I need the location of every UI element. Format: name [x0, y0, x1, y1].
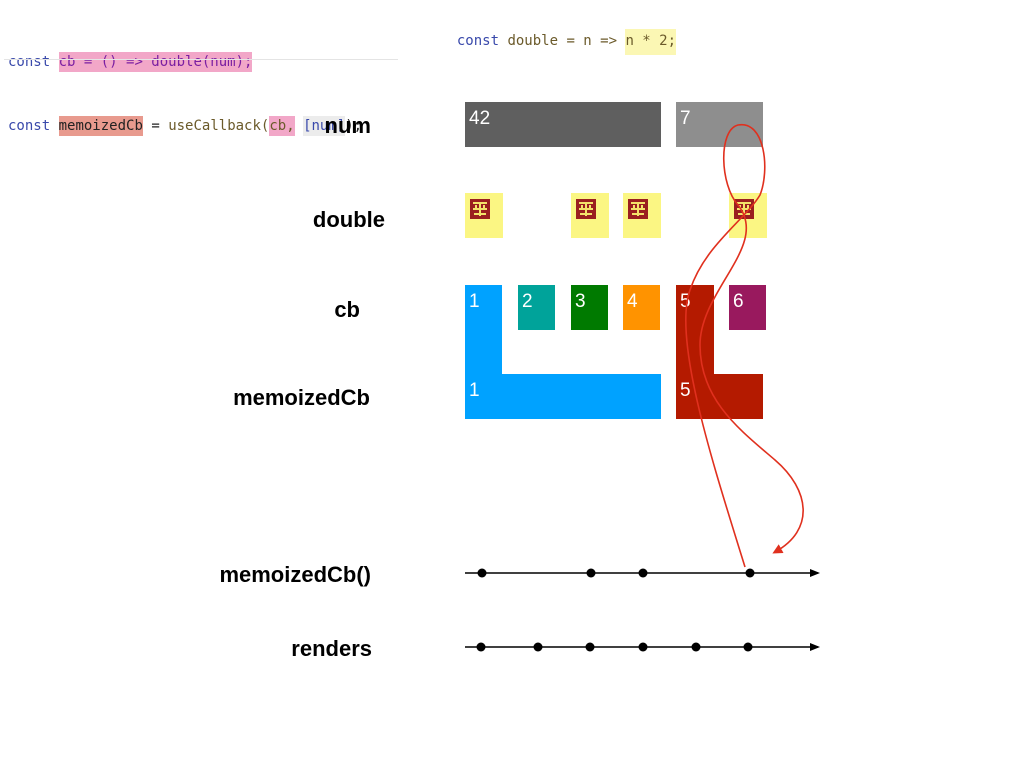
render-dot [691, 642, 701, 652]
double-definition: double = n => [499, 33, 626, 49]
code-line-memoized: const memoizedCb = useCallback(cb, [num]… [8, 116, 362, 136]
render-dot [476, 642, 486, 652]
flow-arrow-num-to-call [684, 124, 804, 568]
equals-sign: = [142, 118, 169, 134]
double-call-box [571, 193, 609, 238]
double-function-icon [470, 199, 490, 219]
cb-definition: cb = () => double(num); [58, 52, 253, 72]
code-line-cb: const cb = () => double(num); [8, 52, 362, 72]
keyword-const: const [456, 33, 500, 49]
cb-instance-block: 1 [465, 285, 502, 330]
usecallback-call: useCallback( [168, 118, 270, 134]
cb-instance-block: 4 [623, 285, 660, 330]
row-label-renders: renders [291, 636, 372, 661]
double-expression: n * 2; [625, 29, 677, 55]
row-label-cb: cb [334, 297, 360, 322]
render-dot [743, 642, 753, 652]
cb-instance-block: 5 [676, 285, 714, 330]
code-divider [4, 59, 398, 60]
num-value-block: 7 [676, 102, 763, 147]
row-label-memoizedcb: memoizedCb [233, 385, 370, 410]
row-label-double: double [312, 207, 385, 232]
row-label-memoizedcb-call: memoizedCb() [219, 562, 371, 587]
render-dot [585, 642, 595, 652]
memoized-value-block: 1 [465, 374, 661, 419]
row-label-num: num [324, 113, 371, 138]
double-function-icon [628, 199, 648, 219]
cb-instance-block: 2 [518, 285, 555, 330]
call-end: ); [345, 118, 363, 134]
num-value-block: 42 [465, 102, 661, 147]
cb-instance-block: 3 [571, 285, 608, 330]
code-snippet-double: const double = n => n * 2; [440, 9, 677, 55]
render-dot [638, 642, 648, 652]
render-dot [533, 642, 543, 652]
keyword-const: const [8, 118, 51, 134]
cb-instance-block: 6 [729, 285, 766, 330]
double-call-box [465, 193, 503, 238]
keyword-const: const [8, 54, 51, 70]
double-call-box [623, 193, 661, 238]
memoizedcb-call-dot [586, 568, 596, 578]
memoizedcb-call-dot [477, 568, 487, 578]
memoizedcb-call-dot [745, 568, 755, 578]
memoized-value-block: 5 [676, 374, 763, 419]
double-function-icon [576, 199, 596, 219]
deps-array: [num] [303, 116, 346, 136]
cb-argument: cb, [269, 116, 295, 136]
memoizedcb-name: memoizedCb [58, 116, 143, 136]
memoizedcb-call-dot [638, 568, 648, 578]
code-snippet-callbacks: const cb = () => double(num); const memo… [8, 12, 362, 156]
